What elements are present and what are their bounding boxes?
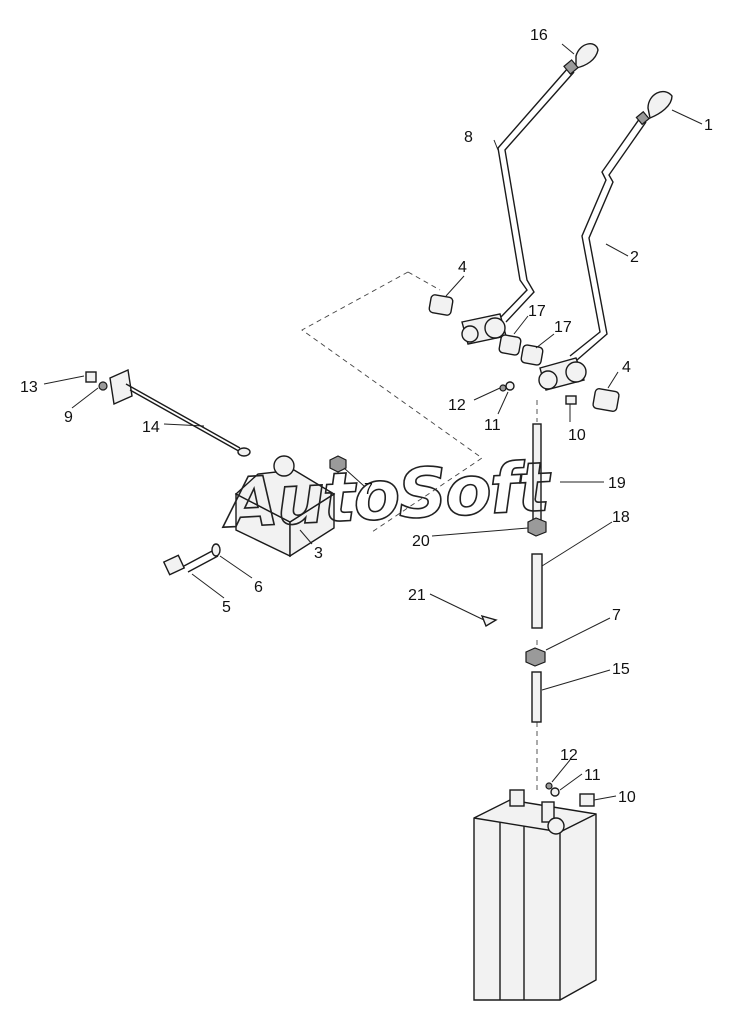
hardware-lower	[545, 782, 595, 807]
valve-block	[473, 789, 597, 1001]
callout-1: 1	[704, 117, 713, 134]
bolt-13-washer-9	[85, 371, 108, 391]
callout-10-lower: 10	[618, 789, 636, 806]
callout-11-upper: 11	[484, 417, 501, 434]
callout-14: 14	[142, 419, 160, 436]
callout-12-lower: 12	[560, 747, 578, 764]
rod-18	[531, 553, 543, 629]
callout-4-right: 4	[622, 359, 631, 376]
rod-15	[531, 671, 542, 723]
bushing-17-b	[520, 344, 544, 366]
callout-7-lower: 7	[612, 607, 621, 624]
assembly-guide-lines	[301, 271, 538, 790]
knob-16	[563, 43, 599, 75]
callout-7-upper: 7	[364, 481, 373, 498]
callout-2: 2	[630, 249, 639, 266]
bushing-17-a	[498, 334, 522, 356]
callout-4-left: 4	[458, 259, 467, 276]
callout-12-upper: 12	[448, 397, 466, 414]
leader-lines	[43, 43, 703, 801]
shaft-14	[109, 368, 251, 457]
nut-7-upper	[329, 455, 347, 473]
callout-3: 3	[314, 545, 323, 562]
callout-8: 8	[464, 129, 473, 146]
callout-10-upper: 10	[568, 427, 586, 444]
callout-5: 5	[222, 599, 231, 616]
callout-labels: 16 1 8 2 4 17 17 4 12 11 10 13 9 14 7 3 …	[20, 27, 713, 806]
callout-6: 6	[254, 579, 263, 596]
bolt-5	[162, 543, 221, 576]
callout-15: 15	[612, 661, 630, 678]
callout-20: 20	[412, 533, 430, 550]
bushing-4-right	[592, 388, 620, 412]
callout-13: 13	[20, 379, 38, 396]
callout-9: 9	[64, 409, 73, 426]
knob-1	[635, 90, 673, 126]
watermark-logo: AutoSoft	[219, 448, 554, 544]
lever-2	[538, 117, 647, 391]
callout-21: 21	[408, 587, 426, 604]
lever-8	[461, 67, 575, 345]
callout-11-lower: 11	[584, 767, 601, 784]
bracket-3	[234, 455, 336, 558]
callout-17-b: 17	[554, 319, 572, 336]
callout-16: 16	[530, 27, 548, 44]
callout-18: 18	[612, 509, 630, 526]
nut-7-lower	[525, 647, 546, 667]
bushing-4-left	[428, 294, 454, 316]
callout-17-a: 17	[528, 303, 546, 320]
callout-19: 19	[608, 475, 626, 492]
nut-20	[527, 517, 547, 537]
pin-21	[480, 614, 498, 628]
hardware-upper	[499, 381, 577, 405]
